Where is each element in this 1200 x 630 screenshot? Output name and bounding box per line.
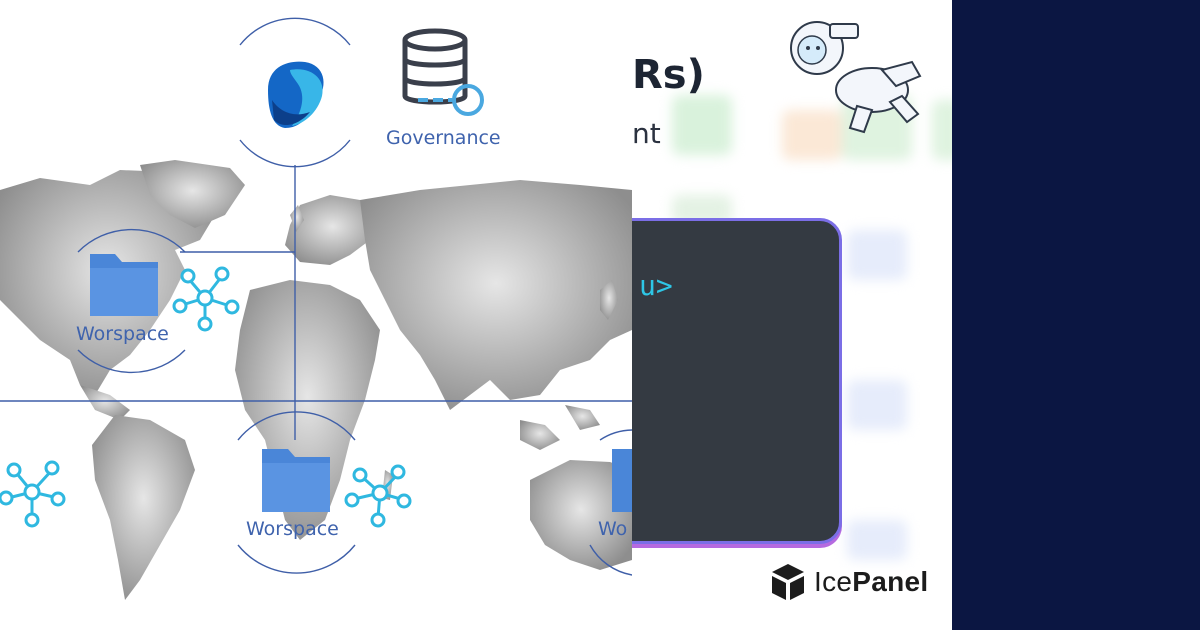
world-map-diagram: Governance Worspace Worspace Wo <box>0 17 632 600</box>
workspace-label: Wo <box>598 518 628 540</box>
fabric-logo-icon <box>268 61 324 128</box>
brand-name-part1: Ice <box>814 566 853 597</box>
dark-side-panel <box>952 0 1200 630</box>
astronaut-bear-icon <box>790 21 922 134</box>
network-icon <box>0 460 66 528</box>
folder-icon <box>262 449 330 512</box>
node-arcs <box>77 17 632 576</box>
terminal-prompt: u> <box>639 269 673 302</box>
network-icon <box>172 266 240 332</box>
article-subtitle: nt <box>632 117 661 150</box>
network-icon <box>344 464 412 528</box>
continents <box>0 160 632 600</box>
database-key-icon <box>402 28 468 105</box>
connector-lines <box>0 165 632 440</box>
blurred-background <box>632 0 952 630</box>
workspace-label: Worspace <box>246 518 339 540</box>
folder-icon <box>90 254 158 316</box>
icepanel-logo-icon <box>772 564 804 600</box>
workspace-label: Worspace <box>76 323 169 345</box>
governance-label: Governance <box>386 127 501 149</box>
folder-icon <box>612 449 632 512</box>
key-icon <box>418 84 484 116</box>
brand-name: IcePanel <box>814 566 928 598</box>
article-title: Rs) <box>632 52 705 98</box>
brand-name-part2: Panel <box>852 566 929 597</box>
world-map <box>0 17 632 600</box>
terminal-window: u> <box>632 218 842 544</box>
article-preview: Rs) nt u> IcePanel <box>632 0 952 630</box>
icepanel-brand: IcePanel <box>770 562 928 602</box>
